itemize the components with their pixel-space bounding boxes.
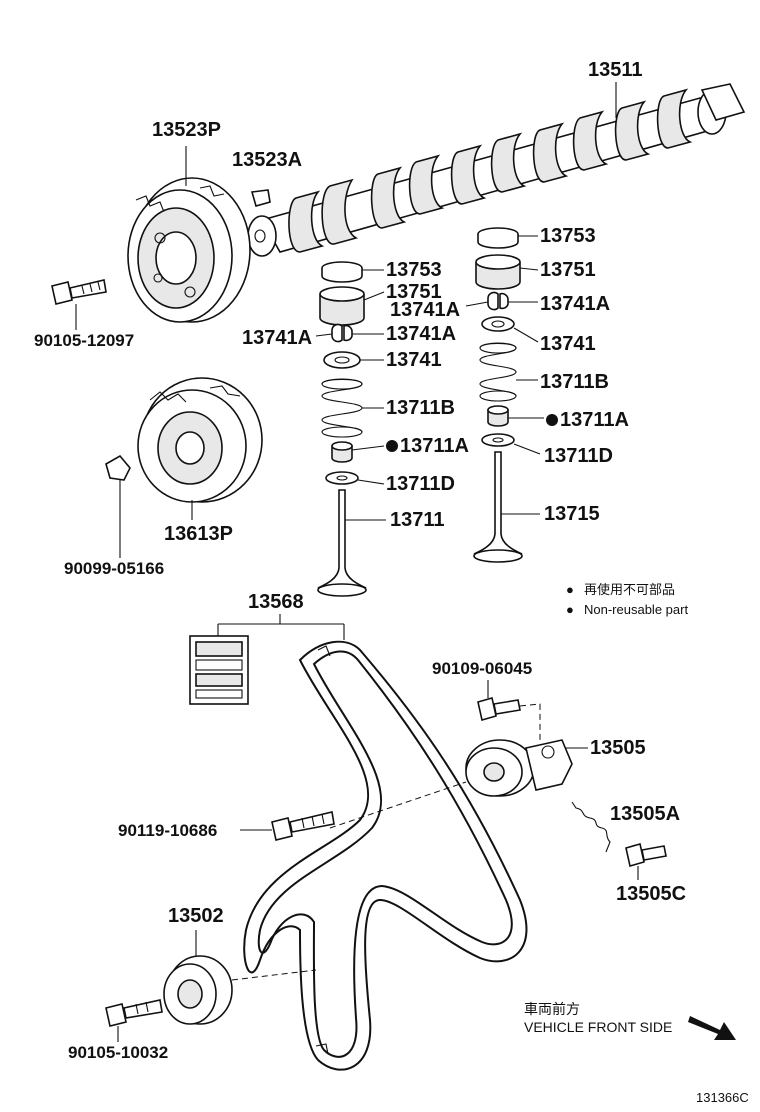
- label-crank-key: 90099-05166: [64, 559, 164, 578]
- label-right-keeper-a: 13741A: [390, 299, 460, 321]
- legend-text-en: Non-reusable part: [584, 602, 688, 617]
- cam-pulley[interactable]: [127, 177, 251, 323]
- label-right-spring: 13711B: [540, 371, 609, 393]
- legend-symbol-jp: ●: [566, 582, 574, 597]
- crank-pulley[interactable]: [137, 377, 263, 503]
- timing-belt[interactable]: [243, 640, 528, 1071]
- label-left-seal: 13711A: [400, 435, 469, 457]
- label-tensioner: 13505: [590, 737, 646, 759]
- label-right-lifter: 13751: [540, 259, 596, 281]
- label-left-lifter: 13751: [386, 281, 442, 303]
- idler-axis: [231, 969, 317, 981]
- label-cam-pulley: 13523P: [152, 119, 221, 141]
- right-valve-stack[interactable]: [473, 227, 523, 563]
- label-pulley-bolt: 90105-12097: [34, 331, 134, 350]
- belt-alignment-line: [329, 781, 467, 829]
- label-left-keeper-a: 13741A: [242, 327, 312, 349]
- leader-right-seat: [513, 443, 541, 455]
- leader-left-seat: [357, 479, 385, 485]
- idler-pulley[interactable]: [163, 955, 233, 1025]
- label-camshaft: 13511: [588, 59, 643, 81]
- label-left-valve: 13711: [390, 509, 445, 531]
- label-right-retainer: 13741: [540, 333, 596, 355]
- label-idler-bolt: 90119-10686: [118, 821, 217, 840]
- crank-key[interactable]: [105, 454, 131, 481]
- label-idler-bolt-2: 90105-10032: [68, 1043, 168, 1062]
- stud[interactable]: [625, 842, 667, 868]
- leader-right-lifter: [519, 267, 539, 271]
- label-timing-belt: 13568: [248, 591, 304, 613]
- leader-timing-belt: [217, 614, 345, 640]
- leader-right-retainer: [513, 327, 539, 343]
- label-left-keeper-b: 13741A: [386, 323, 456, 345]
- pulley-bolt[interactable]: [51, 279, 107, 305]
- tensioner-bolt[interactable]: [477, 696, 521, 722]
- label-right-valve: 13715: [544, 503, 600, 525]
- label-left-seat: 13711D: [386, 473, 455, 495]
- label-right-keeper-b: 13741A: [540, 293, 610, 315]
- label-right-seal: 13711A: [560, 409, 629, 431]
- leader-left-keeper-a: [315, 333, 333, 337]
- legend-symbol-en: ●: [566, 602, 574, 617]
- legend: ● 再使用不可部品 ● Non-reusable part: [566, 582, 688, 617]
- tension-spring[interactable]: [571, 801, 611, 853]
- vehicle-front-indicator: 車両前方 VEHICLE FRONT SIDE: [524, 1001, 736, 1040]
- left-valve-stack[interactable]: [317, 261, 367, 597]
- label-right-seat: 13711D: [544, 445, 613, 467]
- pulley-pin[interactable]: [250, 189, 271, 207]
- leader-left-lifter: [363, 291, 385, 301]
- leader-left-seal: [351, 445, 385, 451]
- label-left-spring: 13711B: [386, 397, 455, 419]
- label-pulley-pin: 13523A: [232, 149, 302, 171]
- label-crank-pulley: 13613P: [164, 523, 233, 545]
- idler-bolt-2[interactable]: [105, 999, 163, 1027]
- camshaft[interactable]: [247, 83, 746, 257]
- tensioner-axis: [519, 703, 541, 740]
- label-right-shim: 13753: [540, 225, 596, 247]
- direction-text-jp: 車両前方: [524, 1001, 580, 1017]
- legend-text-jp: 再使用不可部品: [584, 582, 675, 597]
- label-tensioner-bolt: 90109-06045: [432, 659, 532, 678]
- label-stud: 13505C: [616, 883, 686, 905]
- leader-right-keeper-a: [465, 301, 489, 307]
- label-left-shim: 13753: [386, 259, 442, 281]
- direction-text-en: VEHICLE FRONT SIDE: [524, 1019, 672, 1035]
- tensioner[interactable]: [465, 739, 573, 797]
- label-tension-spring: 13505A: [610, 803, 680, 825]
- direction-arrow-icon: [688, 1016, 736, 1040]
- non-reusable-mark-left-seal: [386, 440, 398, 452]
- figure-id: 131366C: [696, 1090, 749, 1105]
- idler-bolt[interactable]: [271, 811, 335, 841]
- label-left-retainer: 13741: [386, 349, 442, 371]
- belt-kit-label-card[interactable]: [189, 635, 249, 705]
- label-idler: 13502: [168, 905, 224, 927]
- non-reusable-mark-right-seal: [546, 414, 558, 426]
